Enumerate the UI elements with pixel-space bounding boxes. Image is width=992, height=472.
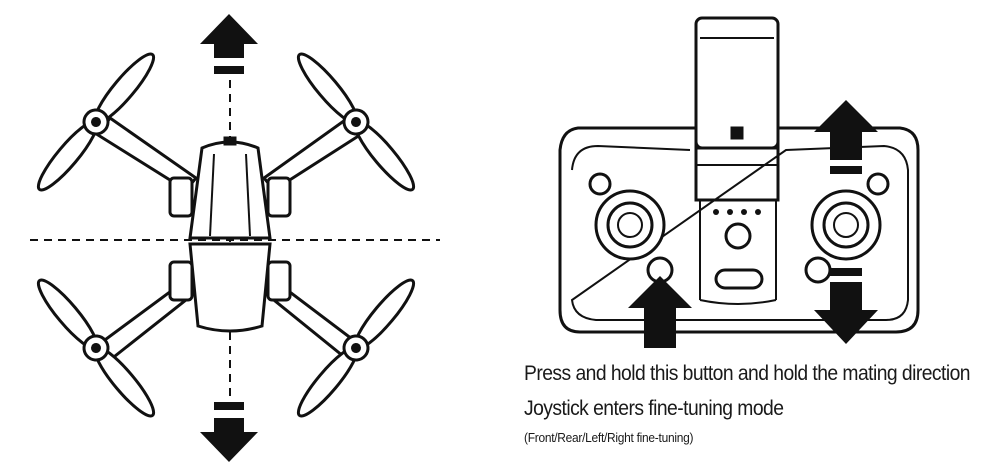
drone-body (188, 136, 272, 333)
top-left-button (588, 172, 612, 196)
right-joystick (810, 189, 882, 261)
arrow-up-icon (200, 14, 258, 74)
arm-joints (168, 176, 292, 302)
center-button (724, 222, 752, 250)
power-button (714, 268, 764, 290)
drone-top-view (28, 14, 440, 462)
propeller-front-left (28, 45, 164, 199)
arrow-up-icon (814, 100, 878, 174)
pointer-arrow-icon (628, 276, 692, 348)
bottom-right-button (804, 256, 832, 284)
phone-holder (694, 16, 780, 202)
remote-controller (558, 16, 920, 348)
indicator-leds (713, 209, 761, 215)
propeller-rear-left (28, 271, 164, 425)
instruction-line-2: Joystick enters fine-tuning mode (524, 397, 784, 420)
arrow-down-icon (200, 402, 258, 462)
instruction-line-3: (Front/Rear/Left/Right fine-tuning) (524, 430, 694, 445)
propeller-rear-right (288, 271, 424, 425)
top-right-button (866, 172, 890, 196)
left-joystick (594, 189, 666, 261)
instruction-line-1: Press and hold this button and hold the … (524, 362, 971, 385)
arrow-down-icon (814, 268, 878, 344)
propeller-front-right (288, 45, 424, 199)
